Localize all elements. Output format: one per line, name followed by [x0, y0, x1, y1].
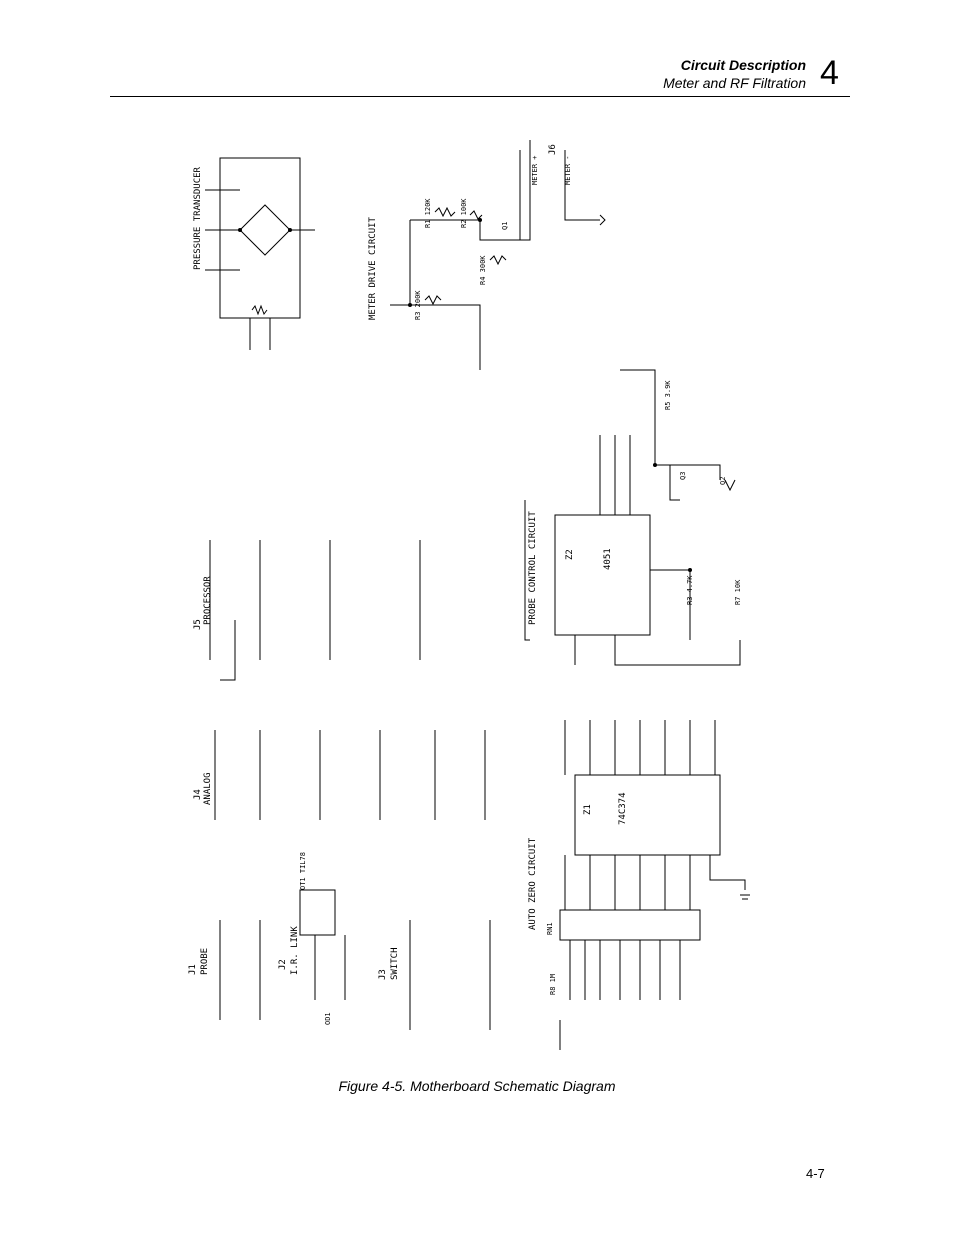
rn1-resistor-network	[559, 909, 701, 941]
label-z1: Z1	[583, 804, 593, 815]
label-j6: J6	[548, 144, 558, 155]
label-meter-drive: METER DRIVE CIRCUIT	[368, 216, 378, 320]
label-r8: R8 1M	[549, 974, 557, 995]
figure-caption: Figure 4-5. Motherboard Schematic Diagra…	[338, 1078, 616, 1094]
label-r5: R5 3.9K	[664, 380, 672, 410]
label-r4: R4 300K	[479, 255, 487, 285]
label-ot1: OT1 TIL78	[299, 852, 307, 890]
label-z2-part: 4051	[603, 548, 613, 570]
label-j1: J1	[188, 964, 198, 975]
label-meter-plus: METER +	[531, 155, 539, 185]
bridge-symbol	[239, 204, 291, 256]
label-od1: OD1	[324, 1012, 332, 1025]
label-switch: SWITCH	[390, 947, 400, 980]
label-r7: R7 10K	[734, 579, 742, 605]
label-meter-minus: METER -	[564, 155, 572, 185]
label-processor: PROCESSOR	[203, 576, 213, 625]
label-r2: R2 100K	[460, 198, 468, 228]
header-subtitle: Meter and RF Filtration	[663, 75, 806, 91]
label-z1-part: 74C374	[618, 792, 628, 825]
label-j3: J3	[378, 969, 388, 980]
page-header: Circuit Description Meter and RF Filtrat…	[0, 0, 954, 100]
header-rule	[110, 96, 850, 97]
page-number: 4-7	[806, 1166, 825, 1181]
label-r6: R3 4.7K	[686, 575, 694, 605]
label-j4: J4	[193, 789, 203, 800]
pressure-transducer-box	[219, 157, 301, 319]
label-q1: Q1	[501, 222, 509, 230]
label-rn1: RN1	[546, 922, 554, 935]
schematic-diagram: PRESSURE TRANSDUCER METER DRIVE CIRCUIT …	[180, 120, 780, 1060]
label-z2: Z2	[565, 549, 575, 560]
label-ir-link: I.R. LINK	[290, 926, 300, 975]
label-q3: Q3	[679, 472, 687, 480]
label-analog: ANALOG	[203, 772, 213, 805]
label-probe: PROBE	[200, 948, 210, 975]
header-title: Circuit Description	[680, 57, 806, 73]
label-probe-control: PROBE CONTROL CIRCUIT	[528, 511, 538, 625]
z2-4051-chip	[554, 514, 651, 636]
z1-74c374-chip	[574, 774, 721, 856]
schematic-svg: PRESSURE TRANSDUCER METER DRIVE CIRCUIT …	[188, 140, 750, 1050]
label-q2: Q2	[719, 477, 727, 485]
label-pressure-transducer: PRESSURE TRANSDUCER	[193, 166, 203, 270]
label-auto-zero: AUTO ZERO CIRCUIT	[528, 837, 538, 930]
label-j5: J5	[193, 619, 203, 630]
chapter-number: 4	[820, 54, 839, 92]
label-r3: R3 200K	[414, 290, 422, 320]
label-j2: J2	[278, 959, 288, 970]
label-r1: R1 120K	[424, 198, 432, 228]
